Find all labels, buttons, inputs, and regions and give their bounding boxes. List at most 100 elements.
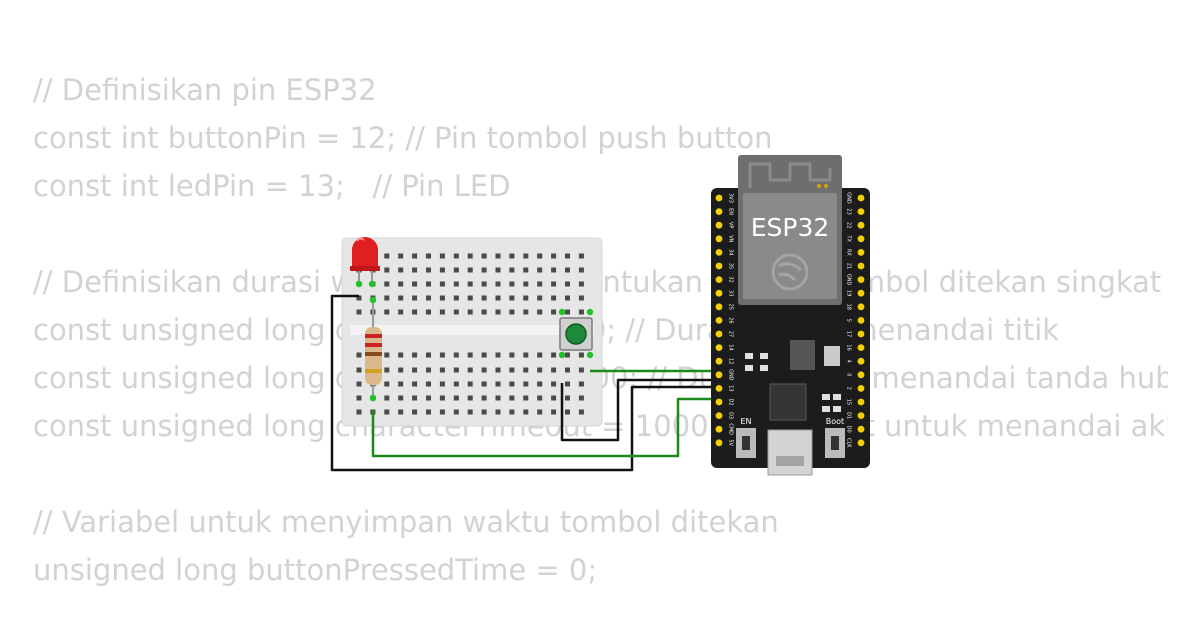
esp32-board: ESP32 EN Boot 3V3ENVPVN34353233252627141… <box>711 155 870 476</box>
breadboard-hole <box>537 395 543 401</box>
breadboard-hole <box>537 367 543 373</box>
pin-label: 3V3 <box>728 193 734 203</box>
breadboard-hole <box>509 309 515 315</box>
breadboard-hole <box>509 409 515 415</box>
breadboard-hole <box>578 381 584 387</box>
breadboard-hole <box>384 309 390 315</box>
breadboard-hole <box>384 281 390 287</box>
breadboard-hole <box>356 352 362 358</box>
breadboard-hole <box>453 281 459 287</box>
header-pin <box>715 385 723 392</box>
pin-label: 14 <box>728 344 734 350</box>
breadboard-hole <box>537 409 543 415</box>
board-label: ESP32 <box>751 213 830 242</box>
code-line: const int buttonPin = 12; // Pin tombol … <box>33 121 773 155</box>
pin-label: D0 <box>846 426 852 433</box>
pin-label: 34 <box>728 249 734 255</box>
breadboard-hole <box>412 295 418 301</box>
voltage-regulator <box>790 340 815 370</box>
breadboard-hole <box>439 395 445 401</box>
breadboard-hole <box>384 395 390 401</box>
breadboard-hole <box>509 267 515 273</box>
usb-uart-chip <box>769 383 807 421</box>
breadboard-hole <box>578 295 584 301</box>
breadboard-hole <box>578 309 584 315</box>
breadboard-hole <box>426 367 431 373</box>
breadboard-hole <box>467 253 473 259</box>
breadboard-hole <box>426 253 431 259</box>
pin-label: CMD <box>728 423 734 435</box>
breadboard-hole <box>509 381 515 387</box>
breadboard-hole <box>398 267 404 273</box>
header-pin <box>857 412 865 419</box>
pin-label: 27 <box>728 331 734 337</box>
boot-button-label: Boot <box>826 417 844 426</box>
breadboard-hole <box>481 409 487 415</box>
breadboard-hole <box>578 352 584 358</box>
breadboard-hole <box>481 309 487 315</box>
breadboard-hole <box>578 409 584 415</box>
pin-label: D2 <box>728 398 734 405</box>
breadboard-hole <box>481 253 487 259</box>
header-pin <box>715 317 723 324</box>
header-pin <box>715 276 723 283</box>
pin-label: GND <box>728 369 734 381</box>
breadboard-hole <box>523 381 529 387</box>
breadboard-hole <box>481 295 487 301</box>
breadboard-hole <box>439 381 445 387</box>
breadboard-hole <box>412 253 418 259</box>
header-pin <box>857 194 865 202</box>
code-line: // Definisikan pin ESP32 <box>33 73 377 107</box>
resistor <box>365 296 382 402</box>
breadboard-hole <box>439 267 445 273</box>
pin-label: 18 <box>846 304 852 310</box>
breadboard-center-channel <box>350 325 594 335</box>
breadboard-hole <box>453 309 459 315</box>
breadboard-hole <box>537 381 543 387</box>
breadboard-hole <box>453 352 459 358</box>
breadboard-hole <box>537 267 543 273</box>
smd-part <box>824 346 840 366</box>
breadboard-hole <box>578 267 584 273</box>
header-pin <box>857 276 865 283</box>
pin-label: 32 <box>728 276 734 282</box>
header-pin <box>857 235 865 243</box>
header-pin <box>715 412 723 419</box>
header-pin <box>715 249 723 256</box>
breadboard-hole <box>495 309 501 315</box>
breadboard-hole <box>439 352 445 358</box>
header-pin <box>715 439 723 447</box>
header-pin <box>715 344 723 351</box>
header-pin <box>857 221 865 229</box>
pin-label: 35 <box>728 263 734 269</box>
breadboard-hole <box>426 409 431 415</box>
breadboard-hole <box>578 395 584 401</box>
breadboard-hole <box>467 352 473 358</box>
breadboard-hole <box>453 295 459 301</box>
breadboard-hole <box>384 267 390 273</box>
pin-label: D3 <box>728 412 734 419</box>
breadboard-hole <box>509 352 515 358</box>
breadboard-hole <box>439 281 445 287</box>
pin-label: 15 <box>846 399 852 405</box>
breadboard-hole <box>426 395 431 401</box>
breadboard-hole <box>509 281 515 287</box>
led-body <box>352 237 378 268</box>
breadboard-hole <box>481 281 487 287</box>
breadboard-hole <box>439 295 445 301</box>
breadboard-hole <box>565 395 570 401</box>
breadboard-hole <box>467 381 473 387</box>
breadboard-hole <box>495 281 501 287</box>
breadboard-hole <box>356 367 362 373</box>
breadboard-hole <box>523 309 529 315</box>
breadboard-hole <box>356 309 362 315</box>
left-pin-header: 3V3ENVPVN343532332526271412GND13D2D3CMD5… <box>715 193 734 447</box>
breadboard <box>341 237 603 427</box>
header-pin <box>715 289 723 297</box>
breadboard-hole <box>398 381 404 387</box>
espressif-logo-icon <box>771 253 809 291</box>
pin-label: 26 <box>728 317 734 323</box>
breadboard-hole <box>495 409 501 415</box>
breadboard-hole <box>551 309 557 315</box>
